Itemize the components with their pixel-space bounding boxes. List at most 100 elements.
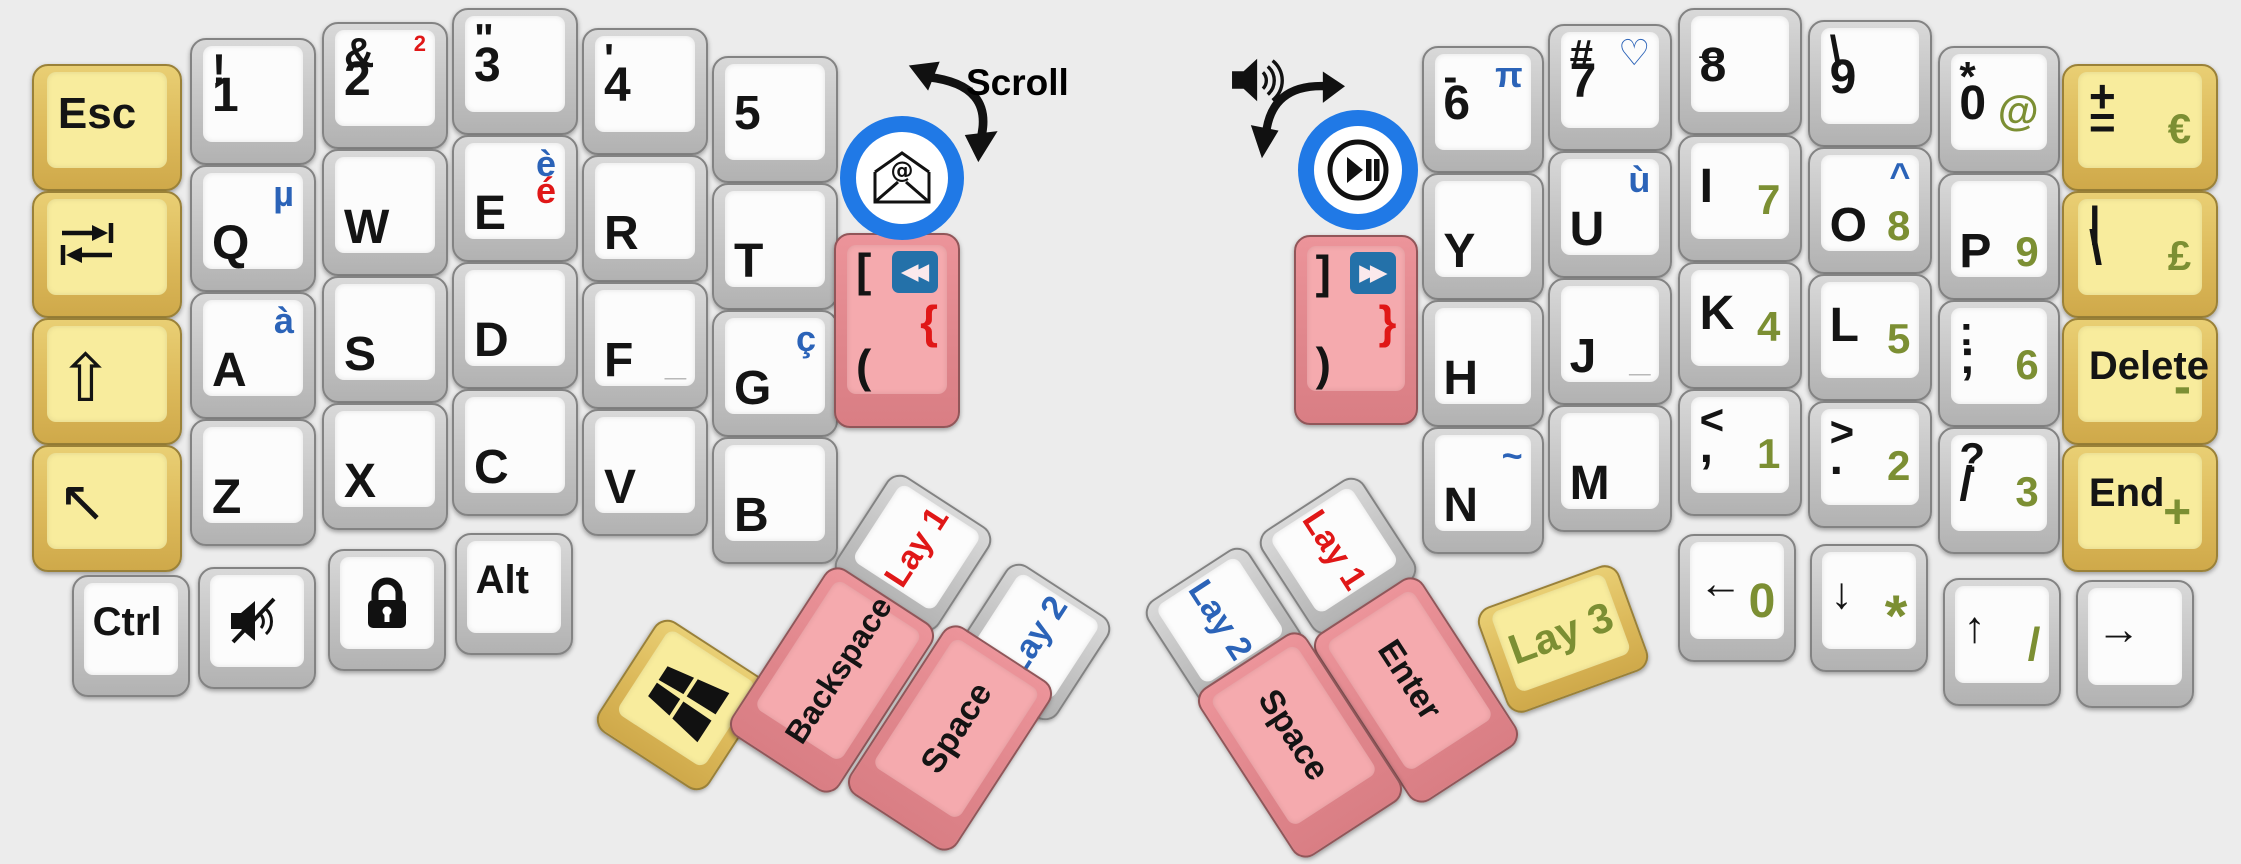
key-8[interactable]: _8 [1678,8,1802,135]
key-9-legend-tl-0: \ [1829,27,1842,75]
key-ctrl-legend-cl-0: Ctrl [92,600,162,645]
key-arrow-right[interactable]: → [2076,580,2194,708]
key-h[interactable]: H [1422,300,1544,427]
key-6-legend-ml-2: 6 [1443,77,1471,131]
key-arrow-down-legend-cl-0: ↓ [1830,569,1853,619]
key-w[interactable]: W [322,149,448,276]
key-comma-legend-tl-0: < [1699,396,1725,444]
key-6-legend-tl-0: - [1443,53,1458,101]
volume-speaker-icon [1228,52,1294,108]
key-slash-top: ?/3 [1950,435,2048,532]
key-t[interactable]: T [712,183,838,310]
key-8-legend-ml-1: 8 [1699,39,1727,93]
key-delete[interactable]: Delete- [2062,318,2218,445]
key-esc[interactable]: Esc [32,64,182,191]
key-d[interactable]: D [452,262,578,389]
key-left-bracket[interactable]: [◀◀{( [834,233,960,428]
key-j[interactable]: J_ [1548,278,1672,405]
key-esc-legend-cl-0: Esc [57,89,137,139]
lock-icon [361,574,413,632]
key-pipe-legend-tl-0: | [2088,198,2101,246]
key-1[interactable]: !1 [190,38,316,165]
key-q-legend-bl-1: Q [211,216,250,270]
key-f[interactable]: F_ [582,282,708,409]
key-7[interactable]: #♡7 [1548,24,1672,151]
key-ctrl[interactable]: Ctrl [72,575,190,697]
key-win[interactable] [590,613,774,797]
key-left-bracket-legend-tr-1: ◀◀ [892,250,939,293]
key-w-top: W [334,157,436,254]
key-pipe-top: |\ £ [2077,198,2203,296]
key-v[interactable]: V [582,409,708,536]
key-arrow-right-top: → [2088,588,2182,685]
key-t-top: T [724,191,826,288]
key-l-legend-mr-1: 5 [1887,314,1911,362]
key-end[interactable]: End+ [2062,445,2218,572]
key-pipe-legend-mr-2: £ [2167,231,2192,279]
key-9[interactable]: \9 [1808,20,1932,147]
key-slash[interactable]: ?/3 [1938,427,2060,554]
mute-icon [226,594,288,648]
key-arrow-down[interactable]: ↓* [1810,544,1928,672]
key-y[interactable]: Y [1422,173,1544,300]
key-comma[interactable]: <,1 [1678,389,1802,516]
key-r[interactable]: R [582,155,708,282]
key-arrow-down-legend-mr-1: * [1884,583,1908,649]
key-0[interactable]: *0@ [1938,46,2060,173]
key-2-legend-tr-1: 2 [413,30,427,56]
key-period[interactable]: >.2 [1808,401,1932,528]
key-drag[interactable]: ↖ [32,445,182,572]
key-alt-top: Alt [467,540,561,633]
key-5-legend-ml-0: 5 [733,87,761,141]
key-tab[interactable] [32,191,182,318]
key-right-bracket[interactable]: ]▶▶}) [1294,235,1418,425]
mail-at-icon: @ [867,147,937,209]
key-mute[interactable] [198,567,316,689]
key-5[interactable]: 5 [712,56,838,183]
key-c[interactable]: C [452,389,578,516]
key-1-top: !1 [202,46,304,143]
key-5-top: 5 [724,64,826,161]
key-m[interactable]: M [1548,405,1672,532]
key-w-legend-bl-0: W [343,200,390,254]
key-s[interactable]: S [322,276,448,403]
key-z[interactable]: Z [190,419,316,546]
key-3[interactable]: "3 [452,8,578,135]
key-x[interactable]: X [322,403,448,530]
key-pipe[interactable]: |\ £ [2062,191,2218,318]
key-pipe-legend-ml-1: \ [2088,222,2103,276]
key-semicolon[interactable]: :;6 [1938,300,2060,427]
media-encoder-ring[interactable] [1298,110,1418,230]
key-period-legend-tl-0: > [1829,408,1855,456]
key-plus[interactable]: +=€ [2062,64,2218,191]
key-lock[interactable] [328,549,446,671]
key-arrow-up[interactable]: ↑/ [1943,578,2061,706]
key-alt[interactable]: Alt [455,533,573,655]
key-n[interactable]: ~N [1422,427,1544,554]
key-b[interactable]: B [712,437,838,564]
key-arrow-left[interactable]: ←0 [1678,534,1796,662]
key-7-legend-ml-2: 7 [1569,55,1597,109]
key-4[interactable]: '4 [582,28,708,155]
key-shift[interactable]: ⇧ [32,318,182,445]
key-3-top: "3 [464,16,566,113]
key-2-legend-tl-0: & [343,29,375,77]
key-tab-top [47,199,167,296]
key-lay3[interactable]: Lay 3 [1473,560,1653,718]
